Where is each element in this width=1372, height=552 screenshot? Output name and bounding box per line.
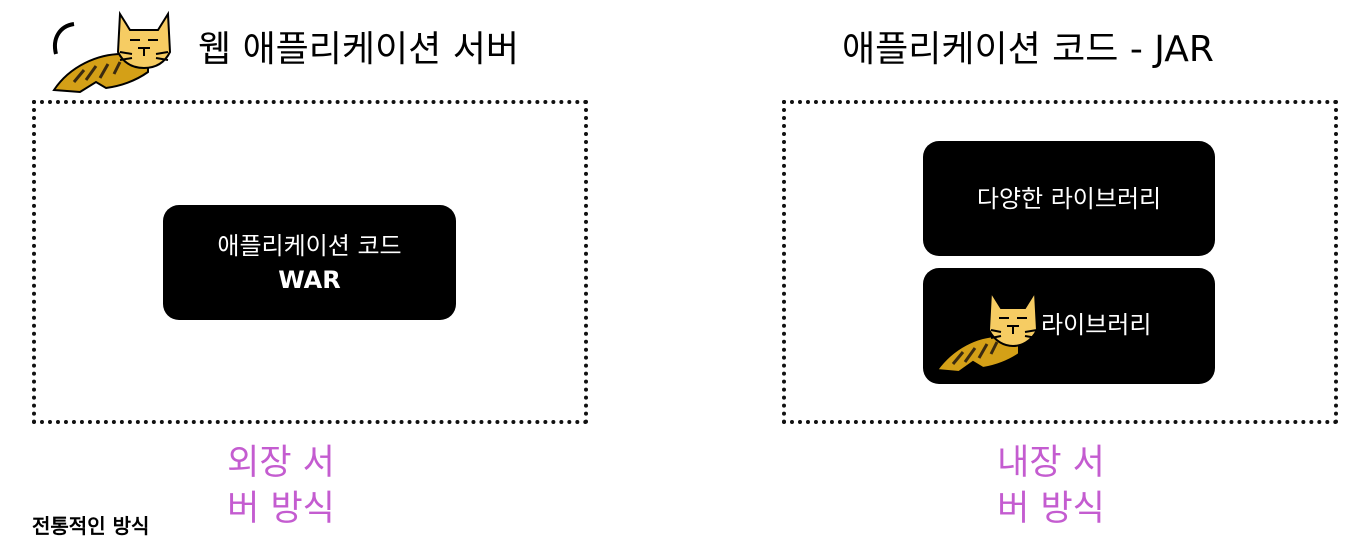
war-app-code-block: 애플리케이션 코드 WAR — [163, 205, 456, 320]
tomcat-library-label: 라이브러리 — [1041, 311, 1152, 339]
left-tomcat-logo — [50, 8, 180, 94]
tomcat-logo-icon — [52, 10, 172, 94]
library-label: 다양한 라이브러리 — [976, 184, 1162, 213]
external-server-caption: 외장 서 버 방식 — [227, 443, 335, 529]
left-title: 웹 애플리케이션 서버 — [198, 29, 519, 70]
external-server-frame — [32, 100, 588, 424]
library-block: 다양한 라이브러리 — [923, 141, 1215, 256]
embedded-server-caption: 내장 서 버 방식 — [997, 443, 1105, 529]
app-code-label: 애플리케이션 코드 — [217, 231, 402, 260]
traditional-method-note: 전통적인 방식 — [32, 514, 150, 538]
tomcat-library-block: 라이브러리 — [923, 268, 1215, 384]
right-title: 애플리케이션 코드 - JAR — [842, 29, 1214, 70]
jar-frame — [782, 100, 1338, 424]
tomcat-logo-icon — [935, 288, 1039, 374]
war-label: WAR — [278, 265, 341, 294]
